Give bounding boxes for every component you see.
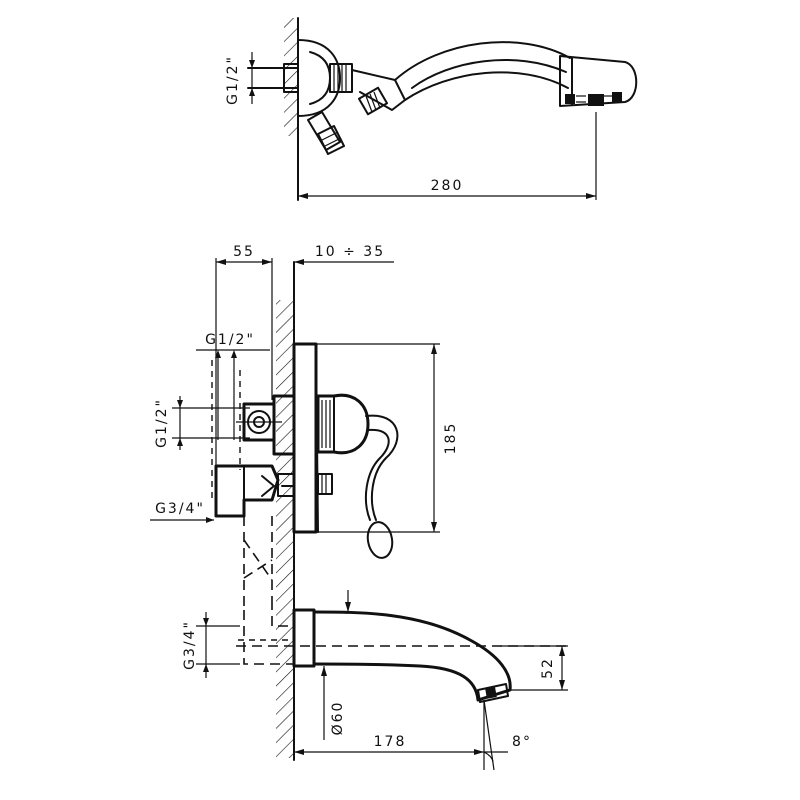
dim-g12-top: G1/2" xyxy=(225,52,270,105)
dim-label-178: 178 xyxy=(374,734,407,750)
bottom-view: 55 10 ÷ 35 G1/2" G1/2" xyxy=(150,244,568,771)
dim-g34-lower: G3/4" xyxy=(182,612,240,678)
wall-hatch-lower xyxy=(276,532,294,758)
dim-g12-upper: G1/2" xyxy=(196,332,270,440)
hose-connector xyxy=(307,111,345,155)
dim-label-g34-lower: G3/4" xyxy=(182,620,198,670)
dim-label-g12-side: G1/2" xyxy=(154,398,170,448)
hand-shower xyxy=(394,41,638,107)
top-view: G1/2" 280 xyxy=(225,17,638,201)
wall-elbow xyxy=(297,39,353,117)
dim-label-185: 185 xyxy=(443,422,459,455)
dim-label-g12-top: G1/2" xyxy=(225,55,241,105)
dim-label-10-35: 10 ÷ 35 xyxy=(315,244,385,260)
dim-10-35: 10 ÷ 35 xyxy=(294,244,394,265)
dim-label-g12-upper: G1/2" xyxy=(205,332,255,348)
dim-178: 178 xyxy=(294,700,485,770)
wall-plate xyxy=(292,342,399,559)
dim-52: 52 xyxy=(500,645,568,691)
dim-g12-side: G1/2" xyxy=(154,396,250,450)
dim-label-g34-mid: G3/4" xyxy=(155,501,205,517)
wall-hatch-top xyxy=(284,18,298,136)
dim-label-280: 280 xyxy=(431,178,464,194)
dim-55: 55 xyxy=(215,244,273,500)
dim-185: 185 xyxy=(316,343,459,533)
dim-8deg: 8° xyxy=(483,699,532,771)
shower-holder-arm xyxy=(351,69,406,116)
dim-label-8deg: 8° xyxy=(512,734,532,750)
dim-d60: Ø60 xyxy=(321,590,351,740)
dim-label-52: 52 xyxy=(540,657,556,679)
dim-280: 280 xyxy=(298,112,597,200)
mixer-body xyxy=(211,360,296,610)
dim-label-d60: Ø60 xyxy=(330,701,346,736)
dim-g34-mid: G3/4" xyxy=(150,501,214,523)
wall-hatch-upper xyxy=(276,300,294,532)
dim-label-55: 55 xyxy=(233,244,255,260)
